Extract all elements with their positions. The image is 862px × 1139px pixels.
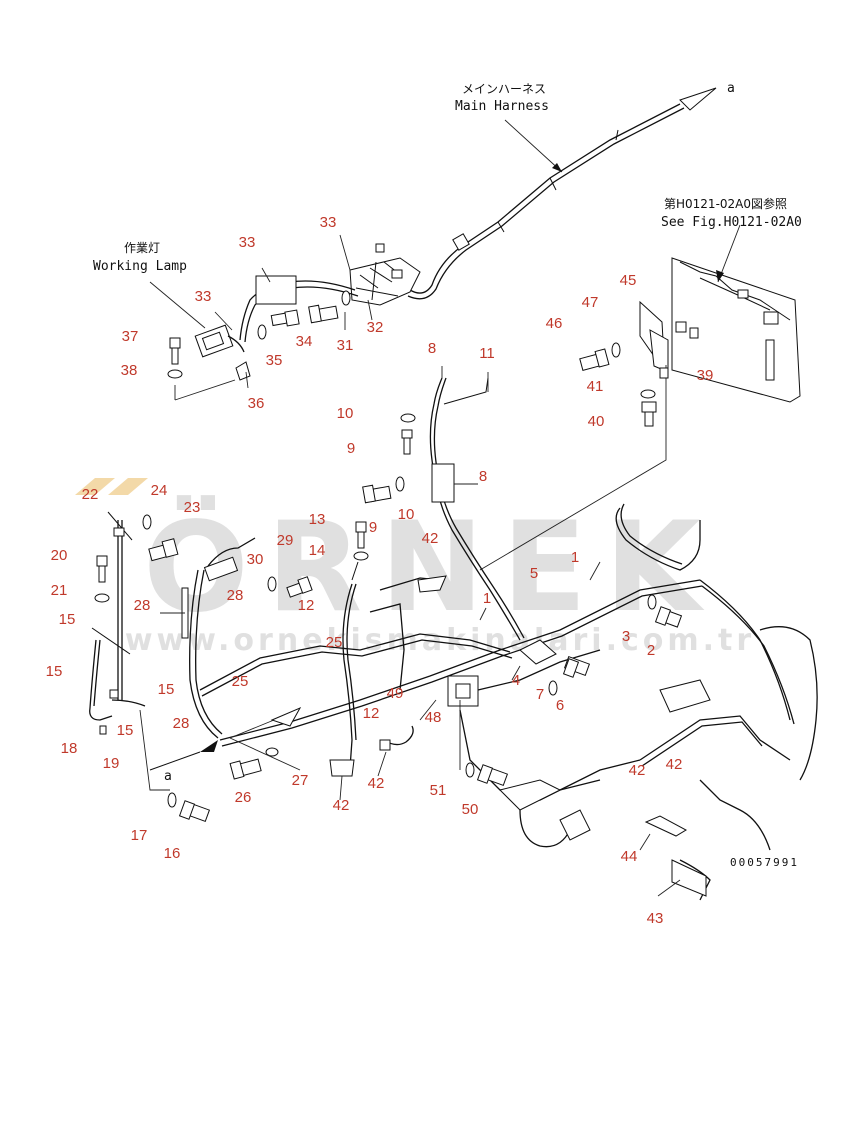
callout-14: 14 — [309, 542, 326, 559]
callout-36: 36 — [248, 395, 265, 412]
callout-25: 25 — [232, 673, 249, 690]
callout-24: 24 — [151, 482, 168, 499]
callout-28: 28 — [227, 587, 244, 604]
drawing-code: 00057991 — [730, 856, 799, 869]
left-sub-harness — [89, 511, 179, 791]
callout-8: 8 — [428, 340, 436, 357]
hardware-group-bottom — [167, 792, 211, 823]
callout-15: 15 — [117, 722, 134, 739]
callout-33: 33 — [320, 214, 337, 231]
center-sensor-leads — [329, 521, 447, 801]
callout-8: 8 — [479, 468, 487, 485]
callout-2: 2 — [647, 642, 655, 659]
harness-connector-cluster — [339, 234, 421, 330]
callout-35: 35 — [266, 352, 283, 369]
watermark-url: www.ornekismakinalari.com.tr — [125, 623, 755, 658]
callout-51: 51 — [430, 782, 447, 799]
main-harness-label-jp: メインハーネス — [462, 82, 546, 96]
callout-4: 4 — [512, 672, 520, 689]
callout-29: 29 — [277, 532, 294, 549]
arrow-a-top-label: a — [727, 81, 735, 96]
callout-50: 50 — [462, 801, 479, 818]
hardware-group-top — [167, 290, 351, 379]
callout-42: 42 — [368, 775, 385, 792]
watermark-accent — [75, 478, 148, 495]
callout-37: 37 — [122, 328, 139, 345]
callout-47: 47 — [582, 294, 599, 311]
callout-49: 49 — [387, 685, 404, 702]
callout-30: 30 — [247, 551, 264, 568]
center-riser-harness — [362, 366, 525, 641]
callout-12: 12 — [298, 597, 315, 614]
callout-5: 5 — [530, 565, 538, 582]
callout-17: 17 — [131, 827, 148, 844]
see-fig-label-jp: 第H0121-02A0図参照 — [664, 196, 787, 211]
callout-15: 15 — [158, 681, 175, 698]
callout-9: 9 — [347, 440, 355, 457]
callout-27: 27 — [292, 772, 309, 789]
callout-33: 33 — [239, 234, 256, 251]
callout-11: 11 — [479, 345, 495, 362]
working-lamp-harness — [149, 267, 359, 401]
callout-numbers: 1123456788991010111212131415151515161718… — [46, 214, 714, 927]
callout-34: 34 — [296, 333, 313, 350]
callout-12: 12 — [363, 705, 380, 722]
cab-bracket — [479, 224, 801, 571]
callout-42: 42 — [629, 762, 646, 779]
callout-19: 19 — [103, 755, 120, 772]
callout-13: 13 — [309, 511, 326, 528]
callout-33: 33 — [195, 288, 212, 305]
callout-46: 46 — [546, 315, 563, 332]
callout-31: 31 — [337, 337, 354, 354]
working-lamp-label-jp: 作業灯 — [124, 241, 160, 255]
callout-3: 3 — [622, 628, 630, 645]
callout-1: 1 — [483, 590, 491, 607]
callout-26: 26 — [235, 789, 252, 806]
callout-43: 43 — [647, 910, 664, 927]
callout-10: 10 — [398, 506, 415, 523]
callout-15: 15 — [59, 611, 76, 628]
callout-42: 42 — [422, 530, 439, 547]
callout-40: 40 — [588, 413, 605, 430]
callout-6: 6 — [556, 697, 564, 714]
callout-10: 10 — [337, 405, 354, 422]
callout-41: 41 — [587, 378, 604, 395]
arrow-a-bottom-label: a — [164, 769, 172, 784]
callout-28: 28 — [173, 715, 190, 732]
callout-38: 38 — [121, 362, 138, 379]
callout-21: 21 — [51, 582, 68, 599]
callout-22: 22 — [82, 486, 99, 503]
callout-1: 1 — [571, 549, 579, 566]
callout-15: 15 — [46, 663, 63, 680]
callout-48: 48 — [425, 709, 442, 726]
see-fig-label: See Fig.H0121-02A0 — [661, 215, 802, 230]
main-harness-label: Main Harness — [455, 99, 549, 114]
callout-42: 42 — [666, 756, 683, 773]
callout-9: 9 — [369, 519, 377, 536]
callout-25: 25 — [326, 634, 343, 651]
annotations: メインハーネス Main Harness a 作業灯 Working Lamp … — [93, 81, 802, 869]
callout-45: 45 — [620, 272, 637, 289]
callout-42: 42 — [333, 797, 350, 814]
callout-7: 7 — [536, 686, 544, 703]
lower-main-harness — [149, 537, 703, 780]
callout-18: 18 — [61, 740, 78, 757]
working-lamp-label: Working Lamp — [93, 259, 187, 274]
right-harness-network — [419, 503, 818, 901]
callout-39: 39 — [697, 367, 714, 384]
callout-16: 16 — [164, 845, 181, 862]
callout-28: 28 — [134, 597, 151, 614]
callout-23: 23 — [184, 499, 201, 516]
callout-44: 44 — [621, 848, 638, 865]
callout-20: 20 — [51, 547, 68, 564]
callout-32: 32 — [367, 319, 384, 336]
main-harness — [407, 87, 717, 300]
